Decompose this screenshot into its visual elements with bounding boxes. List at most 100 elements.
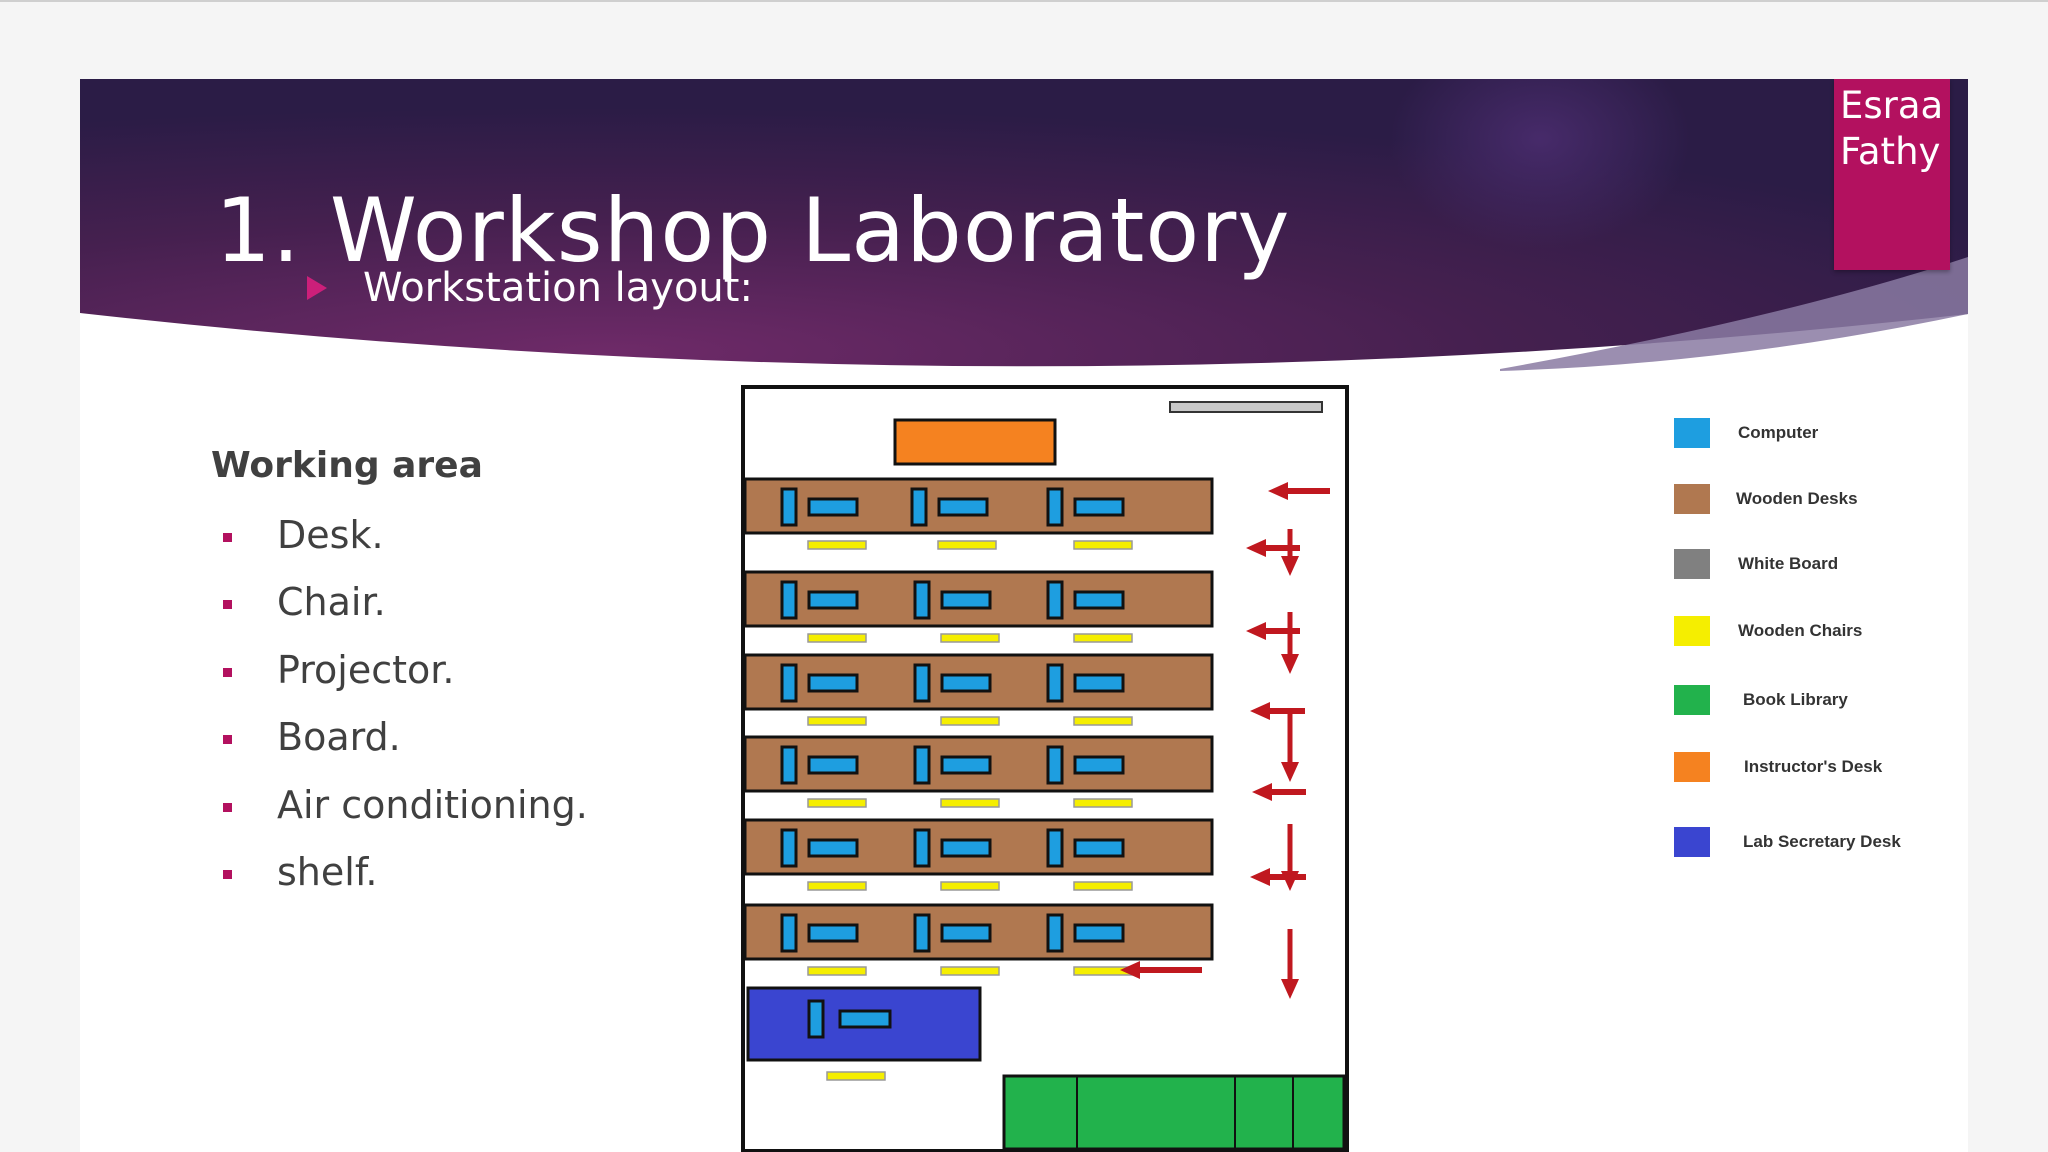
computer-monitor [1073, 673, 1125, 693]
flow-arrow-icon [1281, 979, 1299, 999]
white-board [1169, 401, 1323, 413]
computer-tower [913, 745, 931, 785]
wooden-chair [940, 966, 1000, 976]
wooden-chair [807, 966, 867, 976]
wooden-chair [826, 1071, 886, 1081]
flow-arrow-icon [1268, 482, 1288, 500]
computer-tower [913, 580, 931, 620]
square-bullet-icon [223, 802, 232, 812]
flow-arrow-icon [1281, 871, 1299, 891]
computer-monitor [940, 838, 992, 858]
wooden-chair [807, 540, 867, 550]
legend-label: Computer [1738, 423, 1819, 442]
square-bullet-icon [223, 735, 232, 745]
square-bullet-icon [223, 533, 232, 542]
computer-tower [910, 487, 928, 527]
computer-tower [913, 663, 931, 703]
book-library [1002, 1074, 1346, 1151]
wooden-chair [1073, 716, 1133, 726]
wooden-chair [1073, 633, 1133, 643]
wooden-chair [937, 540, 997, 550]
computer-monitor [1073, 755, 1125, 775]
wooden-chair [807, 798, 867, 808]
legend-item: Instructor's Desk [1660, 749, 1968, 785]
legend-swatch [1674, 418, 1710, 448]
computer-monitor [937, 497, 989, 517]
computer-monitor [940, 590, 992, 610]
computer-tower [1046, 745, 1064, 785]
computer-monitor [807, 838, 859, 858]
wooden-chair [940, 716, 1000, 726]
flow-arrow-icon [1250, 868, 1270, 886]
computer-monitor [1073, 838, 1125, 858]
legend-swatch [1674, 616, 1710, 646]
computer-monitor [807, 673, 859, 693]
computer-tower [1046, 580, 1064, 620]
legend-item: Wooden Desks [1660, 481, 1968, 517]
flow-arrow-icon [1281, 556, 1299, 576]
computer-tower [780, 663, 798, 703]
legend-item: Book Library [1660, 682, 1968, 718]
author-last-name: Fathy [1840, 130, 1941, 173]
square-bullet-icon [223, 667, 232, 677]
legend-item: White Board [1660, 546, 1968, 582]
legend-label: White Board [1738, 554, 1839, 573]
computer-tower [913, 828, 931, 868]
computer-tower [780, 580, 798, 620]
wooden-chair [807, 881, 867, 891]
computer-monitor [940, 673, 992, 693]
legend-swatch [1674, 685, 1710, 715]
computer-monitor [1073, 497, 1125, 517]
computer-monitor [1073, 590, 1125, 610]
computer-tower [1046, 913, 1064, 953]
wooden-chair [940, 633, 1000, 643]
computer-monitor [807, 590, 859, 610]
computer-tower [807, 999, 825, 1039]
flow-arrow-icon [1281, 654, 1299, 674]
computer-monitor [807, 755, 859, 775]
flow-arrow-icon [1250, 702, 1270, 720]
legend-label: Instructor's Desk [1744, 757, 1883, 776]
computer-tower [780, 487, 798, 527]
wooden-chair [807, 716, 867, 726]
wooden-chair [1073, 798, 1133, 808]
computer-monitor [838, 1009, 892, 1029]
computer-tower [1046, 828, 1064, 868]
legend-swatch [1674, 484, 1710, 514]
flow-arrow-icon [1246, 539, 1266, 557]
lab-floor-plan [741, 385, 1349, 1152]
working-area-heading: Working area [211, 445, 483, 486]
slide: 1. Workshop Laboratory Workstation layou… [80, 79, 1968, 1152]
top-border [0, 0, 2048, 2]
legend-swatch [1674, 827, 1710, 857]
legend-item: Wooden Chairs [1660, 613, 1968, 649]
author-first-name: Esraa [1840, 84, 1944, 127]
computer-monitor [940, 755, 992, 775]
computer-tower [913, 913, 931, 953]
legend-swatch [1674, 549, 1710, 579]
legend-item: Computer [1660, 415, 1968, 451]
computer-monitor [1073, 923, 1125, 943]
wooden-chair [1073, 540, 1133, 550]
legend-swatch [1674, 752, 1710, 782]
legend-label: Wooden Desks [1736, 489, 1858, 508]
legend-label: Lab Secretary Desk [1743, 832, 1901, 851]
wooden-chair [807, 633, 867, 643]
square-bullet-icon [223, 600, 232, 610]
wooden-chair [940, 881, 1000, 891]
author-tag: Esraa Fathy [1834, 79, 1950, 270]
computer-monitor [807, 923, 859, 943]
subtitle-text: Workstation layout: [363, 265, 753, 311]
title-banner [80, 79, 1968, 371]
computer-monitor [807, 497, 859, 517]
legend-label: Book Library [1743, 690, 1848, 709]
legend-label: Wooden Chairs [1738, 621, 1863, 640]
triangle-bullet-icon [307, 276, 327, 300]
flow-arrow-icon [1281, 762, 1299, 782]
wooden-chair [1073, 881, 1133, 891]
flow-arrow-icon [1246, 622, 1266, 640]
computer-monitor [940, 923, 992, 943]
wooden-chair [940, 798, 1000, 808]
slide-title: 1. Workshop Laboratory [215, 179, 1291, 282]
